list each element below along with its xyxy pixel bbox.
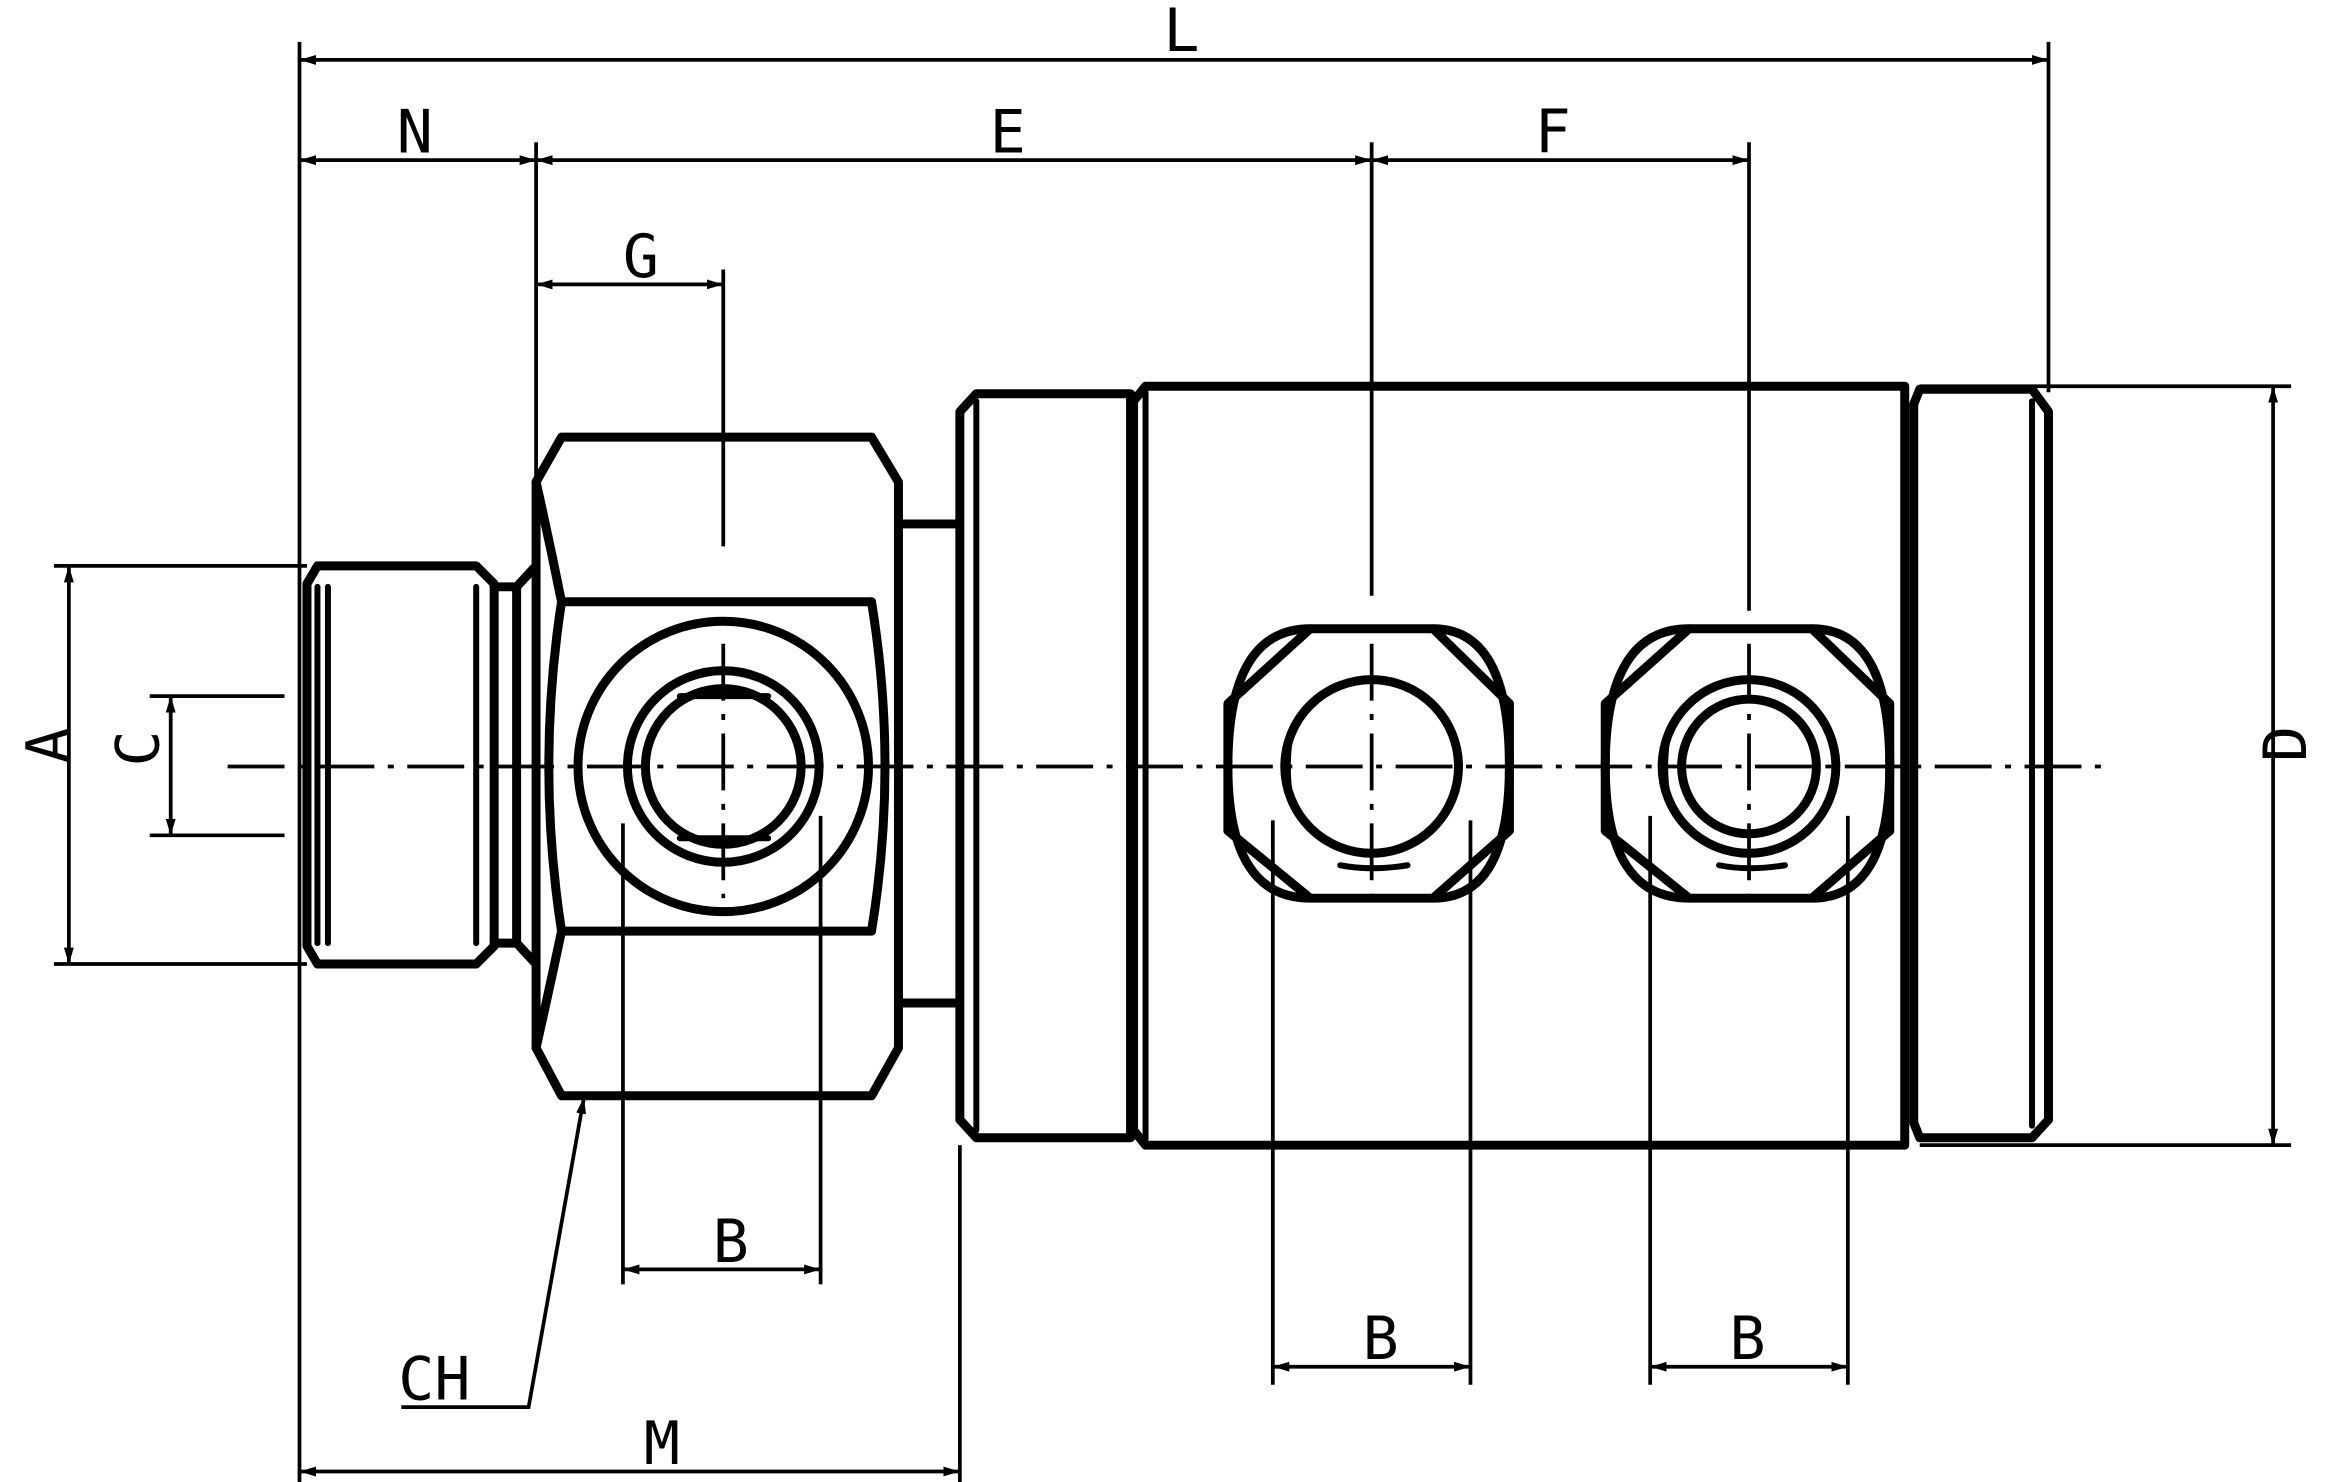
neck [893,519,963,1008]
dim-N-label: N [397,98,433,168]
dim-F-label: F [1535,98,1571,168]
dim-G-label: G [623,222,659,292]
dim-B2-label: B [1363,1304,1399,1374]
dim-D-label: D [2251,726,2321,762]
dim-B1-label: B [713,1207,749,1277]
center-lines [227,643,2115,899]
dimension-labels: L N E F G A C D B B B CH M [14,0,2321,1479]
dim-B3-label: B [1729,1304,1765,1374]
dim-E-label: E [990,98,1026,168]
dim-C-label: C [104,730,174,766]
dim-M-label: M [644,1409,680,1479]
extension-lines [53,41,2292,1482]
ch-leader [401,1096,586,1410]
dimension-lines [63,54,2279,1477]
dim-A-label: A [14,727,84,763]
dim-CH-label: CH [398,1345,470,1415]
dim-L-label: L [1163,0,1199,66]
port-2 [1223,624,1514,903]
